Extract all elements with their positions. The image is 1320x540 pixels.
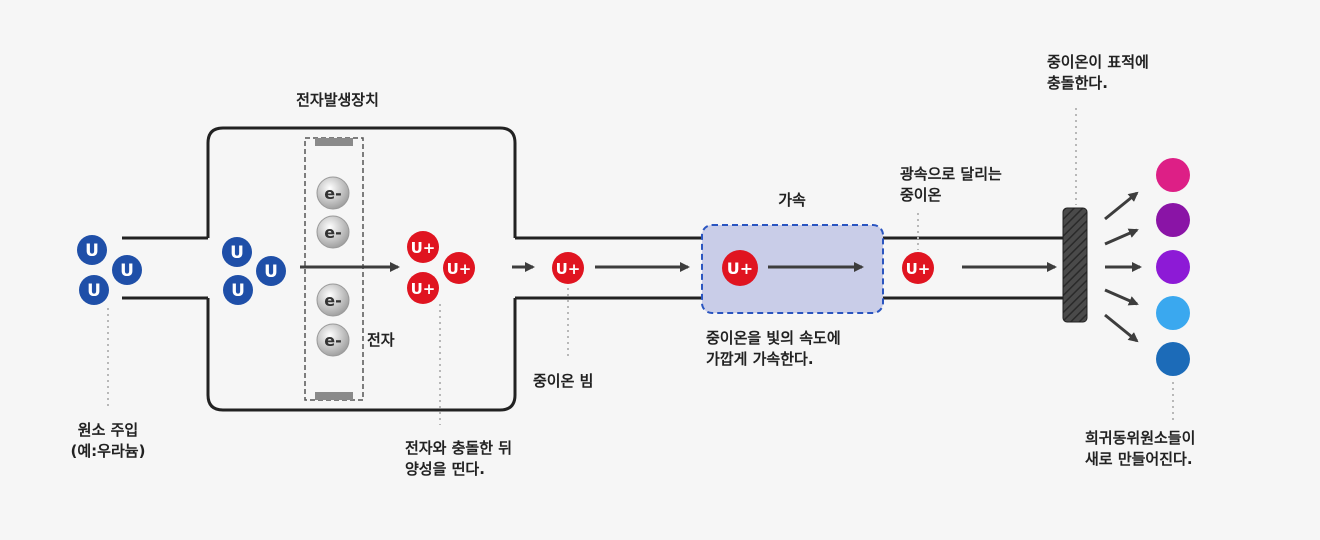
scatter-arrows [1104, 191, 1142, 343]
uranium-ion-light-speed: U+ [902, 252, 934, 284]
electrons: e- e- e- e- [316, 176, 350, 357]
injection-label: 원소 주입 (예:우라늄) [60, 420, 156, 462]
injection-label-line2: (예:우라늄) [70, 442, 146, 460]
acceleration-zone [701, 224, 884, 314]
target-collision-line1: 중이온이 표적에 [1047, 53, 1149, 71]
svg-text:U: U [87, 281, 101, 301]
light-speed-line1: 광속으로 달리는 [900, 165, 1002, 183]
device-title: 전자발생장치 [296, 91, 379, 109]
svg-text:e-: e- [324, 331, 342, 350]
uranium-atom: U [223, 275, 253, 305]
after-collision-label: 전자와 충돌한 뒤 양성을 띤다. [405, 438, 512, 480]
electron: e- [316, 323, 350, 357]
uranium-atom: U [79, 275, 109, 305]
target-collision-line2: 충돌한다. [1047, 74, 1108, 92]
electrode-bottom [315, 392, 353, 400]
light-speed-line2: 중이온 [900, 186, 942, 204]
electron: e- [316, 176, 350, 210]
electron: e- [316, 215, 350, 249]
svg-text:U+: U+ [727, 259, 753, 278]
isotope-3 [1156, 250, 1190, 284]
svg-text:U: U [120, 261, 134, 281]
svg-text:U+: U+ [411, 280, 436, 298]
new-isotopes [1156, 158, 1190, 376]
svg-text:U: U [85, 241, 99, 261]
uranium-atom: U [77, 235, 107, 265]
uranium-ion-beam: U+ [552, 252, 584, 284]
uranium-ion: U+ [407, 231, 439, 263]
new-isotopes-label: 희귀동위원소들이 새로 만들어진다. [1085, 428, 1195, 470]
svg-text:e-: e- [324, 291, 342, 310]
svg-text:U+: U+ [906, 260, 931, 278]
svg-text:U: U [231, 281, 245, 301]
uranium-ion: U+ [443, 252, 475, 284]
uranium-atoms-chamber: U U U [222, 237, 286, 305]
leader-lines [107, 108, 1174, 425]
svg-text:e-: e- [324, 223, 342, 242]
electron-label: 전자 [367, 331, 395, 349]
uranium-ions-after-collision: U+ U+ U+ [407, 231, 475, 304]
isotope-4 [1156, 296, 1190, 330]
uranium-ion: U+ [407, 272, 439, 304]
after-collision-line2: 양성을 띤다. [405, 460, 485, 478]
isotope-5 [1156, 342, 1190, 376]
uranium-atoms-injection: U U U [77, 235, 142, 305]
svg-text:U+: U+ [411, 239, 436, 257]
accel-description: 중이온을 빛의 속도에 가깝게 가속한다. [706, 328, 841, 370]
svg-text:e-: e- [324, 184, 342, 203]
accel-title: 가속 [778, 191, 806, 209]
isotope-2 [1156, 203, 1190, 237]
new-isotopes-line1: 희귀동위원소들이 [1085, 429, 1196, 447]
target-plate [1062, 207, 1088, 323]
uranium-atom: U [256, 256, 286, 286]
uranium-ion-accelerating: U+ [722, 250, 758, 286]
svg-text:U+: U+ [447, 260, 472, 278]
injection-pipe [122, 236, 208, 300]
svg-text:U: U [264, 262, 278, 282]
isotope-1 [1156, 158, 1190, 192]
accel-description-line1: 중이온을 빛의 속도에 [706, 329, 841, 347]
accel-description-line2: 가깝게 가속한다. [706, 350, 814, 368]
ion-beam-label: 중이온 빔 [533, 372, 594, 390]
target-collision-label: 중이온이 표적에 충돌한다. [1047, 52, 1149, 94]
new-isotopes-line2: 새로 만들어진다. [1085, 450, 1193, 468]
electron: e- [316, 283, 350, 317]
light-speed-label: 광속으로 달리는 중이온 [900, 164, 1002, 206]
svg-text:U+: U+ [556, 260, 581, 278]
electron-generator-chamber [206, 126, 517, 412]
svg-text:U: U [230, 243, 244, 263]
electrode-top [315, 138, 353, 146]
injection-label-line1: 원소 주입 [77, 421, 139, 439]
after-collision-line1: 전자와 충돌한 뒤 [405, 439, 513, 457]
uranium-atom: U [112, 255, 142, 285]
uranium-atom: U [222, 237, 252, 267]
